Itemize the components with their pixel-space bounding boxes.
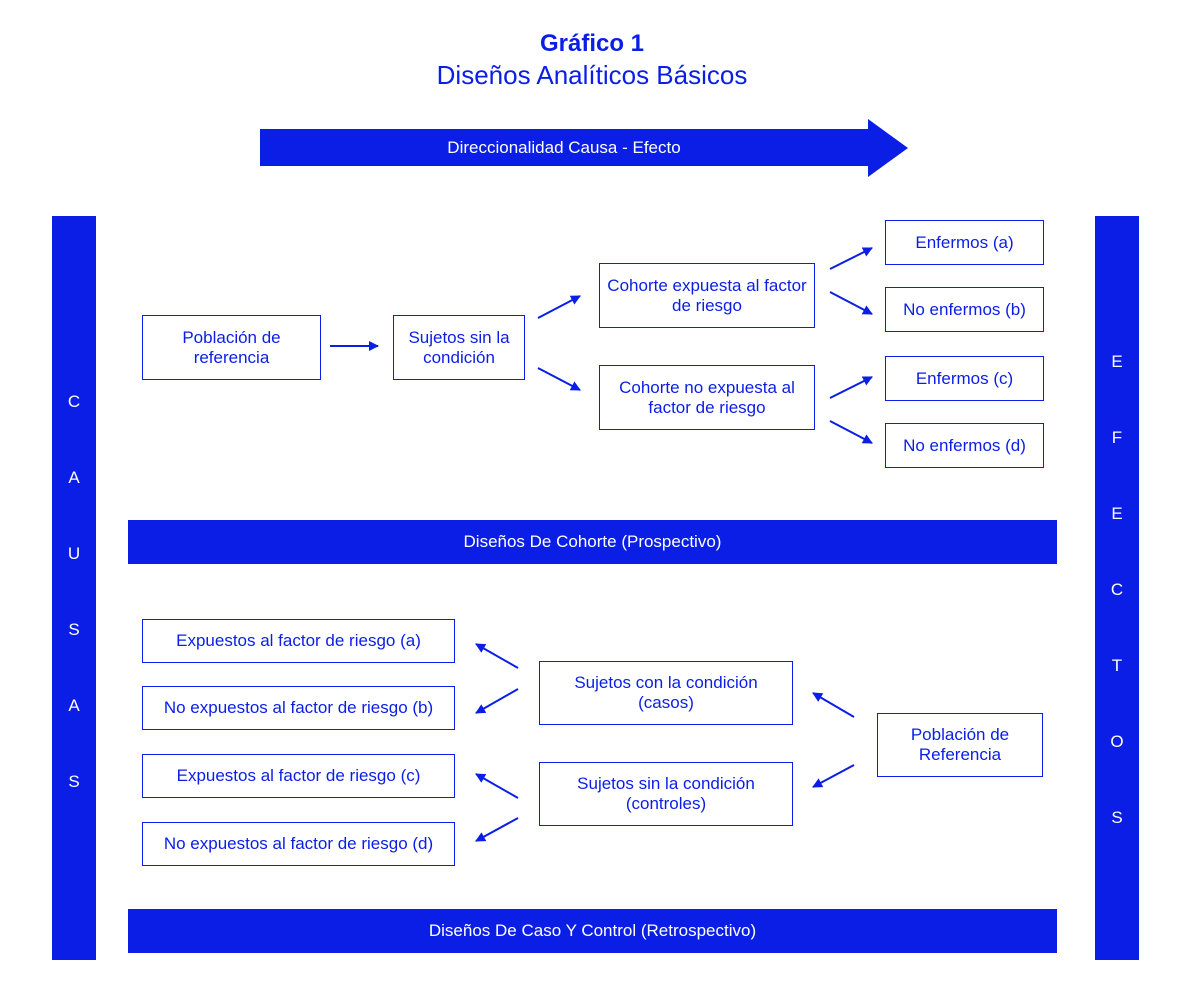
box-enfermos-c: Enfermos (c) [885, 356, 1044, 401]
arrow-sujetos-to-no-expuesta [537, 367, 581, 391]
arrow-poblacion-to-casos [812, 692, 855, 718]
box-expuestos-a: Expuestos al factor de riesgo (a) [142, 619, 455, 663]
box-poblacion-referencia: Población de referencia [142, 315, 321, 380]
efectos-letter: S [1111, 808, 1123, 827]
causas-letter: S [68, 620, 80, 639]
box-poblacion-referencia-cc: Población de Referencia [877, 713, 1043, 777]
efectos-letter: T [1111, 656, 1123, 675]
box-no-enfermos-d: No enfermos (d) [885, 423, 1044, 468]
efectos-bar: E F E C T O S [1095, 216, 1139, 960]
arrow-expuesta-to-enfermos-a [829, 247, 873, 270]
banner-cohorte: Diseños De Cohorte (Prospectivo) [128, 520, 1057, 564]
box-sujetos-controles: Sujetos sin la condición (controles) [539, 762, 793, 826]
causas-letter: C [67, 392, 81, 411]
direction-arrow-shape [260, 119, 908, 177]
box-no-expuestos-b: No expuestos al factor de riesgo (b) [142, 686, 455, 730]
causas-bar: C A U S A S [52, 216, 96, 960]
causas-letter: S [68, 772, 80, 791]
arrow-casos-to-expuestos-a [475, 643, 519, 669]
efectos-letter: O [1110, 732, 1124, 751]
efectos-letter: F [1111, 428, 1123, 447]
box-cohorte-no-expuesta: Cohorte no expuesta al factor de riesgo [599, 365, 815, 430]
diagram-subtitle: Diseños Analíticos Básicos [436, 60, 748, 90]
box-expuestos-c: Expuestos al factor de riesgo (c) [142, 754, 455, 798]
box-no-expuestos-d: No expuestos al factor de riesgo (d) [142, 822, 455, 866]
diagram-title: Gráfico 1 [539, 30, 645, 57]
arrow-sujetos-to-expuesta [537, 295, 581, 319]
box-sujetos-casos: Sujetos con la condición (casos) [539, 661, 793, 725]
arrow-no-expuesta-to-no-enfermos-d [829, 420, 873, 444]
box-enfermos-a: Enfermos (a) [885, 220, 1044, 265]
arrow-no-expuesta-to-enfermos-c [829, 376, 873, 399]
box-sujetos-sin-condicion: Sujetos sin la condición [393, 315, 525, 380]
causas-letter: A [68, 468, 80, 487]
efectos-letter: E [1111, 504, 1123, 523]
causas-letter: U [67, 544, 81, 563]
box-no-enfermos-b: No enfermos (b) [885, 287, 1044, 332]
direction-arrow-label: Direccionalidad Causa - Efecto [447, 137, 681, 157]
box-cohorte-expuesta: Cohorte expuesta al factor de riesgo [599, 263, 815, 328]
efectos-letter: E [1111, 352, 1123, 371]
efectos-letter: C [1110, 580, 1124, 599]
arrow-controles-to-expuestos-c [475, 773, 519, 799]
arrow-casos-to-no-expuestos-b [475, 688, 519, 714]
arrow-controles-to-no-expuestos-d [475, 817, 519, 842]
banner-caso-control: Diseños De Caso Y Control (Retrospectivo… [128, 909, 1057, 953]
arrow-expuesta-to-no-enfermos-b [829, 291, 873, 315]
arrow-poblacion-to-controles [812, 764, 855, 788]
causas-letter: A [68, 696, 80, 715]
